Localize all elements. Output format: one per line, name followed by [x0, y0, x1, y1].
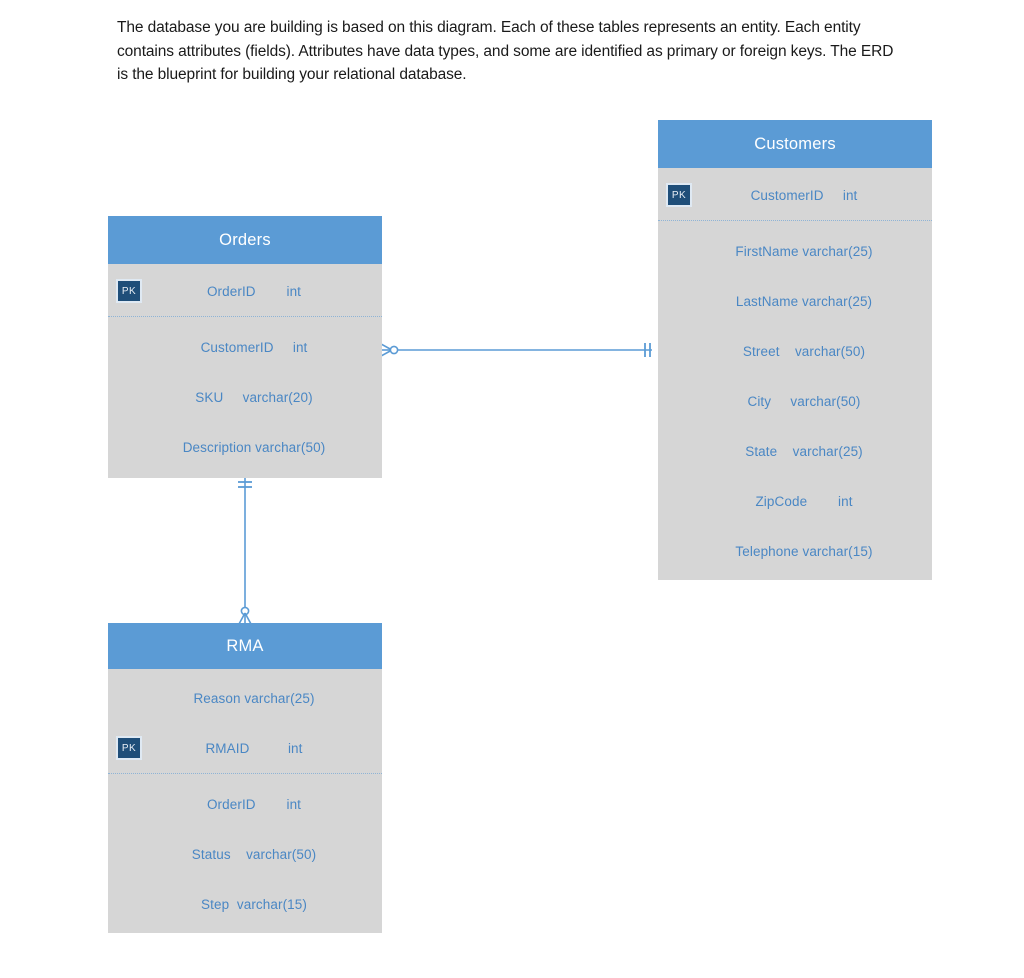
- field-label-orderid: OrderID int: [206, 796, 302, 812]
- field-label-customerid: CustomerID int: [200, 339, 308, 355]
- field-row-status[interactable]: Status varchar(50): [108, 829, 382, 879]
- entity-orders[interactable]: Orders PK OrderID int CustomerID int SKU…: [108, 216, 382, 478]
- field-row-city[interactable]: City varchar(50): [658, 376, 932, 426]
- entity-orders-title: Orders: [108, 216, 382, 264]
- pk-badge-icon: PK: [116, 736, 142, 760]
- entity-rma[interactable]: RMA Reason varchar(25) PK RMAID int Orde…: [108, 623, 382, 933]
- pk-badge-icon: PK: [116, 279, 142, 303]
- field-row-orderid[interactable]: OrderID int: [108, 779, 382, 829]
- exactly-one-icon: [644, 343, 651, 357]
- field-row-rmaid[interactable]: PK RMAID int: [108, 723, 382, 773]
- field-label-customerid: CustomerID int: [750, 187, 858, 203]
- field-row-street[interactable]: Street varchar(50): [658, 326, 932, 376]
- field-row-orderid[interactable]: PK OrderID int: [108, 266, 382, 316]
- field-row-description[interactable]: Description varchar(50): [108, 422, 382, 472]
- field-label-reason: Reason varchar(25): [193, 690, 315, 706]
- entity-rma-title: RMA: [108, 623, 382, 669]
- field-row-step[interactable]: Step varchar(15): [108, 879, 382, 929]
- pk-divider: [658, 220, 932, 221]
- pk-divider: [108, 773, 382, 774]
- field-label-street: Street varchar(50): [742, 343, 866, 359]
- exactly-one-icon: [238, 481, 252, 488]
- entity-rma-fields: Reason varchar(25) PK RMAID int OrderID …: [108, 669, 382, 937]
- field-row-zipcode[interactable]: ZipCode int: [658, 476, 932, 526]
- relationship-orders-customers: [380, 343, 652, 357]
- field-label-firstname: FirstName varchar(25): [735, 243, 873, 259]
- field-label-lastname: LastName varchar(25): [735, 293, 873, 309]
- field-label-step: Step varchar(15): [201, 896, 307, 912]
- intro-paragraph: The database you are building is based o…: [117, 19, 894, 84]
- crows-foot-zero-or-many-icon: [380, 343, 399, 357]
- field-label-rmaid: RMAID int: [205, 740, 303, 756]
- field-label-status: Status varchar(50): [191, 846, 317, 862]
- field-row-telephone[interactable]: Telephone varchar(15): [658, 526, 932, 576]
- field-row-customerid[interactable]: PK CustomerID int: [658, 170, 932, 220]
- field-label-sku: SKU varchar(20): [195, 389, 313, 405]
- entity-orders-fields: PK OrderID int CustomerID int SKU varcha…: [108, 264, 382, 480]
- field-row-lastname[interactable]: LastName varchar(25): [658, 276, 932, 326]
- field-label-zipcode: ZipCode int: [755, 493, 853, 509]
- field-label-description: Description varchar(50): [182, 439, 326, 455]
- field-row-firstname[interactable]: FirstName varchar(25): [658, 226, 932, 276]
- crows-foot-zero-or-many-icon: [238, 606, 252, 625]
- entity-customers-title: Customers: [658, 120, 932, 168]
- entity-customers[interactable]: Customers PK CustomerID int FirstName va…: [658, 120, 932, 580]
- entity-customers-fields: PK CustomerID int FirstName varchar(25) …: [658, 168, 932, 582]
- relationship-orders-rma: [238, 478, 252, 625]
- pk-badge-icon: PK: [666, 183, 692, 207]
- field-label-city: City varchar(50): [747, 393, 861, 409]
- field-row-sku[interactable]: SKU varchar(20): [108, 372, 382, 422]
- field-row-reason[interactable]: Reason varchar(25): [108, 673, 382, 723]
- field-row-customerid[interactable]: CustomerID int: [108, 322, 382, 372]
- pk-divider: [108, 316, 382, 317]
- field-row-state[interactable]: State varchar(25): [658, 426, 932, 476]
- field-label-state: State varchar(25): [745, 443, 863, 459]
- field-label-orderid: OrderID int: [206, 283, 302, 299]
- field-label-telephone: Telephone varchar(15): [735, 543, 873, 559]
